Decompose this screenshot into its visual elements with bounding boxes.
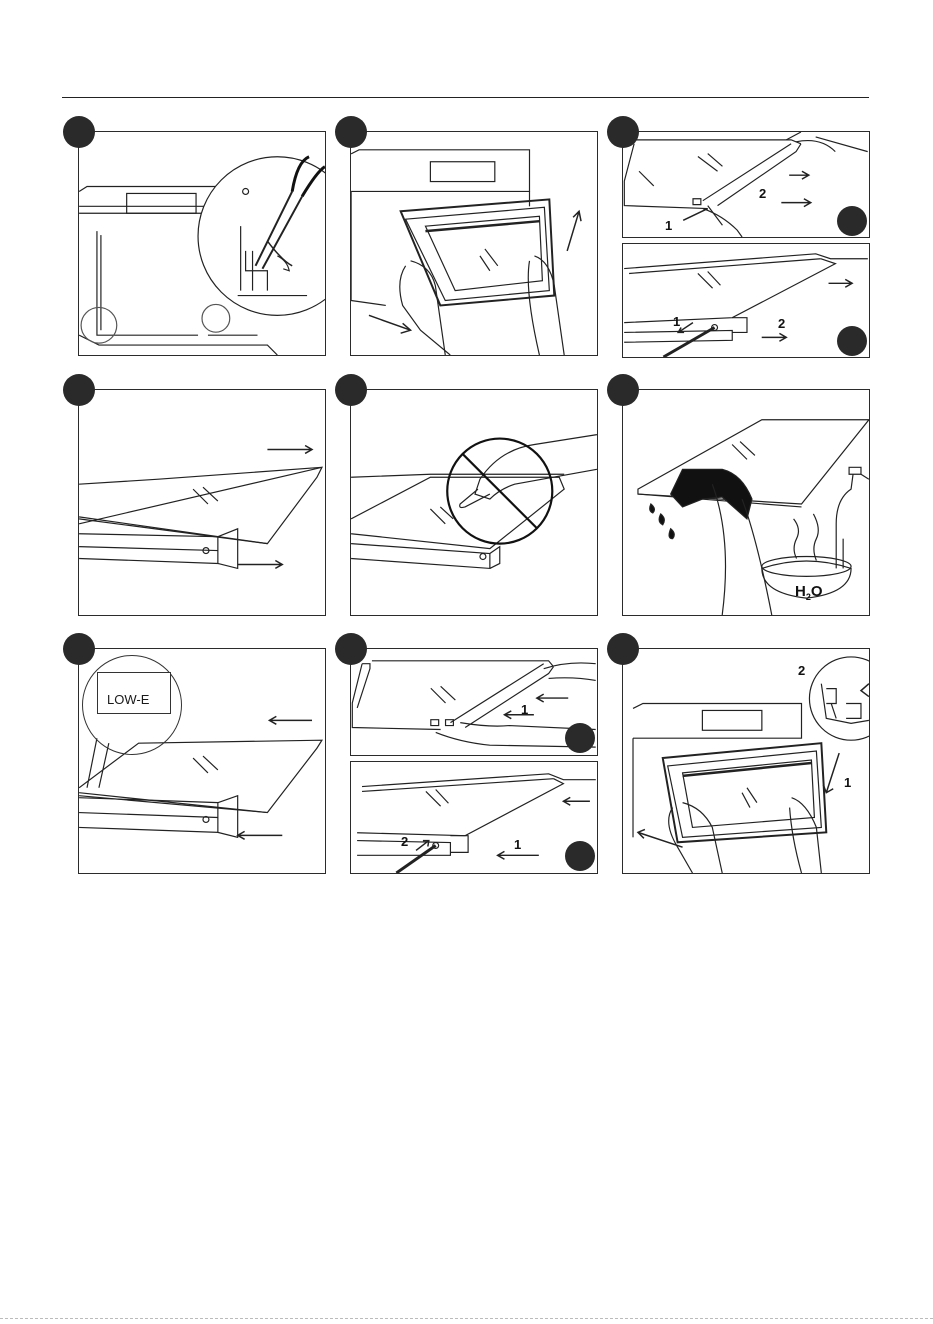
unscrew-illustration <box>623 244 869 357</box>
label-1: 1 <box>844 775 851 790</box>
step-marker-4 <box>63 374 95 406</box>
prohibited-icon <box>447 439 552 544</box>
slide-glass-illustration <box>623 132 869 237</box>
panel-2-remove-door <box>350 131 598 356</box>
reinstall-door-illustration <box>623 649 869 873</box>
step-marker-8 <box>335 633 367 665</box>
label-2: 2 <box>401 834 408 849</box>
remove-glass-illustration <box>79 390 325 615</box>
label-1: 1 <box>514 837 521 852</box>
panel-1-hinge-clip <box>78 131 326 356</box>
step-marker-3a <box>837 206 867 236</box>
oven-hinge-illustration <box>79 132 325 355</box>
label-2: 2 <box>778 316 785 331</box>
panel-3b-screw: 1 2 <box>622 243 870 358</box>
reinsert-frame-illustration <box>351 649 597 755</box>
prohibited-touch-illustration <box>351 390 597 615</box>
step-marker-5 <box>335 374 367 406</box>
remove-door-illustration <box>351 132 597 355</box>
tighten-screw-illustration <box>351 762 597 873</box>
label-1: 1 <box>673 314 680 329</box>
panel-6-clean-glass: H2O <box>622 389 870 616</box>
step-marker-2 <box>335 116 367 148</box>
step-marker-3b <box>837 326 867 356</box>
label-2: 2 <box>798 663 805 678</box>
h2o-label: H2O <box>795 583 823 602</box>
label-1: 1 <box>521 702 528 717</box>
panel-5-do-not-touch <box>350 389 598 616</box>
panel-4-remove-glass <box>78 389 326 616</box>
top-rule <box>62 97 869 98</box>
step-marker-3 <box>607 116 639 148</box>
step-marker-1 <box>63 116 95 148</box>
label-2: 2 <box>759 186 766 201</box>
label-1: 1 <box>665 218 672 233</box>
bottom-edge <box>0 1318 933 1319</box>
low-e-label: LOW-E <box>97 672 171 714</box>
step-marker-6 <box>607 374 639 406</box>
step-marker-8a <box>565 723 595 753</box>
panel-3a-slide-glass: 1 2 <box>622 131 870 238</box>
panel-8a-reinsert-frame: 1 <box>350 648 598 756</box>
step-marker-8b <box>565 841 595 871</box>
step-marker-7 <box>63 633 95 665</box>
panel-9-reinstall-door: 2 1 <box>622 648 870 874</box>
clean-glass-illustration <box>623 390 869 615</box>
panel-8b-tighten-screw: 2 1 <box>350 761 598 874</box>
step-marker-9 <box>607 633 639 665</box>
